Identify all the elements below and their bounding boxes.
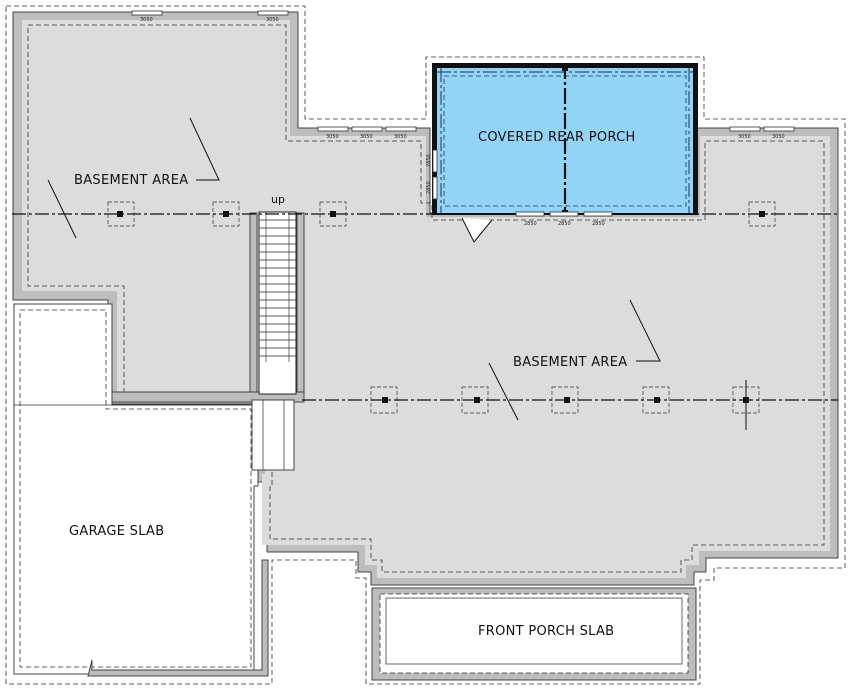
garage-slab-label: GARAGE SLAB [69,524,164,539]
leader-lower-down [488,362,519,421]
leader-lower [629,299,661,362]
pier-row-upper [107,201,776,227]
windows [131,10,795,217]
svg-text:3050: 3050 [360,134,373,140]
stairway [258,211,297,395]
leader-upper-down [47,179,77,239]
partition-wall-right [296,212,305,402]
svg-text:3050: 3050 [140,17,153,23]
partition-wall-left [249,212,258,399]
garage-slab [13,303,295,677]
covered-rear-porch-label: COVERED REAR PORCH [478,130,636,145]
basement-floor [22,20,830,578]
basement-area-label-upper: BASEMENT AREA [74,173,188,188]
basement-area-label-lower: BASEMENT AREA [513,355,627,370]
door-swing [461,217,493,243]
svg-text:2850: 2850 [558,221,571,227]
basement-inner-outline [27,24,825,573]
svg-text:3050: 3050 [772,134,785,140]
svg-text:3050: 3050 [394,134,407,140]
footing-outline [5,5,846,685]
svg-text:2850: 2850 [426,181,432,194]
svg-text:3050: 3050 [326,134,339,140]
window-labels: 3050 3050 3050 3050 3050 3050 3050 2850 … [140,17,785,227]
pier-row-lower [370,380,760,430]
svg-text:2850: 2850 [426,154,432,167]
front-porch-slab [371,587,697,681]
svg-text:3050: 3050 [266,17,279,23]
svg-text:2850: 2850 [524,221,537,227]
stair-up-label: up [271,193,285,206]
svg-text:3050: 3050 [738,134,751,140]
covered-rear-porch [432,63,698,216]
leader-upper [189,117,220,181]
svg-text:2850: 2850 [592,221,605,227]
front-porch-slab-label: FRONT PORCH SLAB [478,624,614,639]
